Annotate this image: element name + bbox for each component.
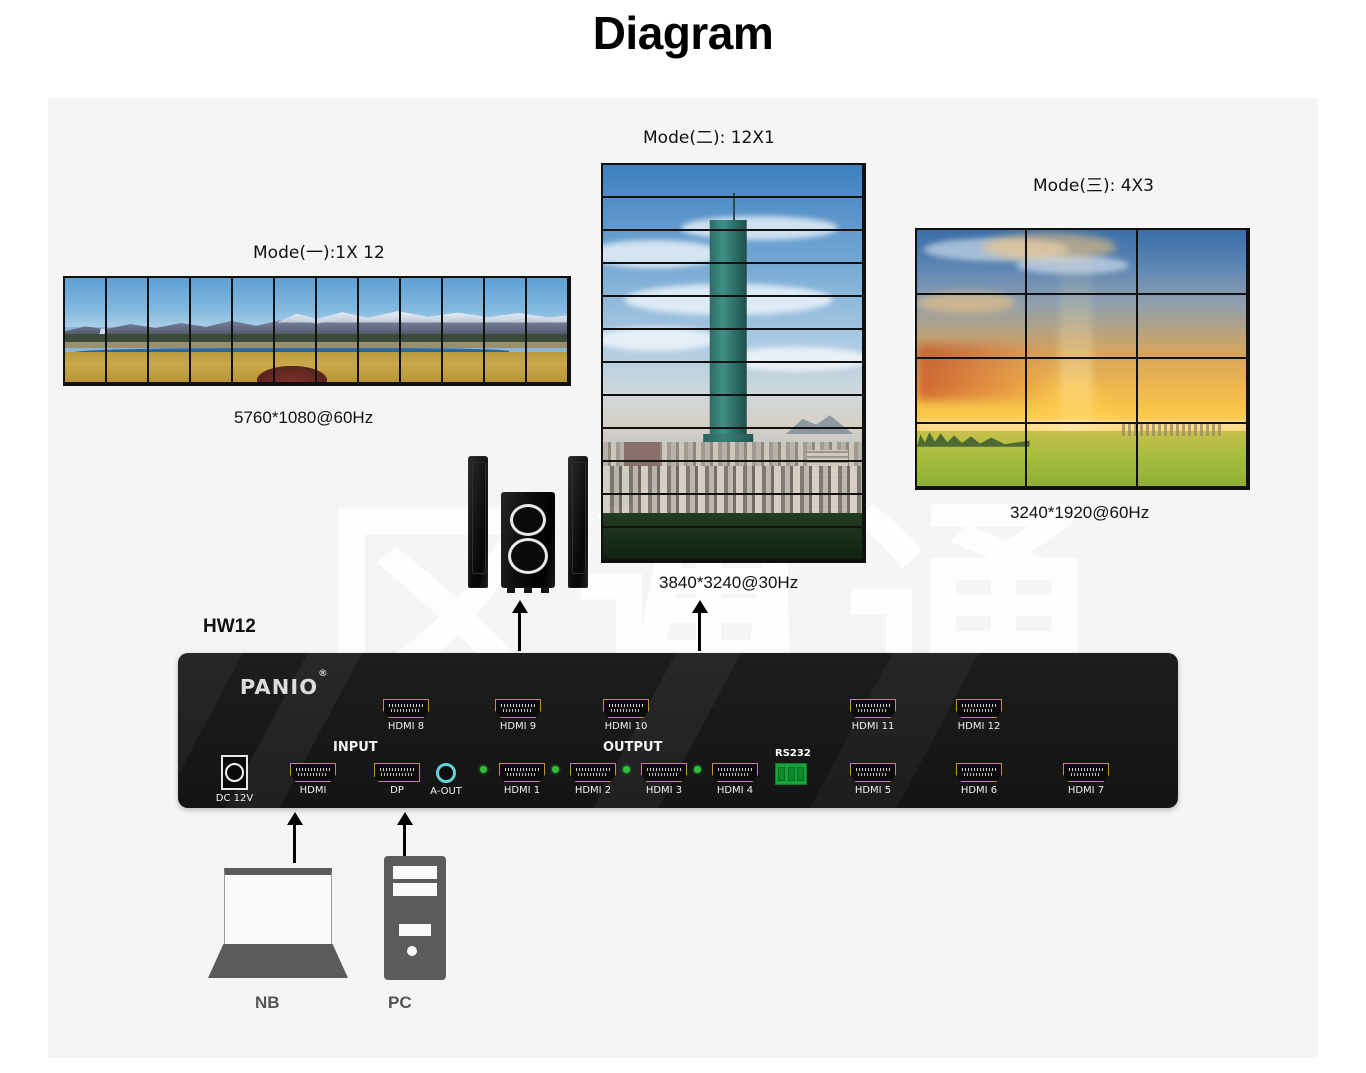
rs232-terminal-icon bbox=[775, 763, 807, 785]
hdmi-connector-icon bbox=[956, 763, 1002, 782]
hdmi-connector-icon bbox=[499, 763, 545, 782]
port-hdmi-10[interactable]: HDMI 10 bbox=[603, 699, 649, 732]
speaker-right-icon bbox=[568, 456, 588, 588]
port-hdmi-11[interactable]: HDMI 11 bbox=[850, 699, 896, 732]
video-wall-1x12 bbox=[63, 276, 571, 386]
mode1-resolution: 5760*1080@60Hz bbox=[234, 408, 374, 427]
audio-jack-icon bbox=[436, 763, 456, 783]
mode2-label: Mode(二): 12X1 bbox=[643, 128, 775, 148]
status-led-2 bbox=[552, 766, 559, 773]
hdmi-connector-icon bbox=[603, 699, 649, 718]
diagram-canvas: 区讯 互通 Mode(一):1X 12 5760*1080@60Hz Mode(… bbox=[48, 98, 1318, 1058]
brand-name: PANIO bbox=[239, 675, 319, 699]
page-title: Diagram bbox=[592, 7, 774, 59]
video-wall-12x1 bbox=[601, 163, 866, 563]
mode3-resolution: 3240*1920@60Hz bbox=[1010, 503, 1150, 522]
port-hdmi-6[interactable]: HDMI 6 bbox=[956, 763, 1002, 796]
status-led-4 bbox=[694, 766, 701, 773]
status-led-1 bbox=[480, 766, 487, 773]
port-label: HDMI 12 bbox=[957, 721, 1001, 732]
port-label: HDMI 3 bbox=[645, 785, 683, 796]
wall2-image bbox=[603, 165, 864, 561]
mode1-label: Mode(一):1X 12 bbox=[253, 243, 385, 263]
status-led-3 bbox=[623, 766, 630, 773]
displayport-connector-icon bbox=[374, 763, 420, 782]
port-hdmi-4[interactable]: HDMI 4 bbox=[712, 763, 758, 796]
port-label: HDMI 2 bbox=[574, 785, 612, 796]
hdmi-connector-icon bbox=[850, 699, 896, 718]
hdmi-connector-icon bbox=[290, 763, 336, 782]
hdmi-connector-icon bbox=[1063, 763, 1109, 782]
port-dc-12v[interactable]: DC 12V bbox=[216, 755, 253, 804]
port-label: HDMI 1 bbox=[503, 785, 541, 796]
port-label: HDMI 4 bbox=[716, 785, 754, 796]
input-section-label: INPUT bbox=[333, 740, 378, 755]
port-label: A-OUT bbox=[430, 786, 462, 797]
hdmi-connector-icon bbox=[495, 699, 541, 718]
port-label: HDMI 6 bbox=[960, 785, 998, 796]
port-a-out[interactable]: A-OUT bbox=[430, 763, 462, 797]
port-hdmi-12[interactable]: HDMI 12 bbox=[956, 699, 1002, 732]
port-hdmi-9[interactable]: HDMI 9 bbox=[495, 699, 541, 732]
hdmi-connector-icon bbox=[570, 763, 616, 782]
mode3-label: Mode(三): 4X3 bbox=[1033, 176, 1154, 196]
speaker-left-icon bbox=[468, 456, 488, 588]
port-label: HDMI 8 bbox=[387, 721, 425, 732]
desktop-pc-icon bbox=[384, 856, 446, 980]
hdmi-connector-icon bbox=[641, 763, 687, 782]
port-label: HDMI bbox=[299, 785, 327, 796]
port-label: DP bbox=[390, 785, 404, 796]
notebook-icon bbox=[208, 868, 348, 978]
port-label: DC 12V bbox=[215, 793, 254, 804]
device-model-label: HW12 bbox=[203, 616, 256, 637]
notebook-label: NB bbox=[255, 993, 280, 1012]
matrix-switcher-device: PANIO® INPUT OUTPUT HDMI 8 HDMI 9 HDMI 1… bbox=[178, 653, 1178, 808]
hdmi-connector-icon bbox=[712, 763, 758, 782]
output-section-label: OUTPUT bbox=[603, 740, 663, 755]
port-hdmi-7[interactable]: HDMI 7 bbox=[1063, 763, 1109, 796]
port-hdmi-3[interactable]: HDMI 3 bbox=[641, 763, 687, 796]
power-jack-icon bbox=[221, 755, 248, 790]
arrow-pc-to-device bbox=[403, 823, 406, 863]
desktop-pc-label: PC bbox=[388, 993, 412, 1012]
subwoofer-icon bbox=[501, 492, 555, 593]
arrow-to-speakers bbox=[518, 611, 521, 651]
panio-brand-logo: PANIO® bbox=[239, 669, 329, 699]
arrow-to-wall-12x1 bbox=[698, 611, 701, 651]
port-input-hdmi[interactable]: HDMI bbox=[290, 763, 336, 796]
port-hdmi-8[interactable]: HDMI 8 bbox=[383, 699, 429, 732]
port-label: HDMI 10 bbox=[604, 721, 648, 732]
port-hdmi-5[interactable]: HDMI 5 bbox=[850, 763, 896, 796]
port-label: HDMI 11 bbox=[851, 721, 895, 732]
wall3-image bbox=[917, 230, 1248, 488]
port-label: HDMI 5 bbox=[854, 785, 892, 796]
port-label: HDMI 9 bbox=[499, 721, 537, 732]
brand-mark: ® bbox=[318, 669, 329, 680]
arrow-nb-to-device bbox=[293, 823, 296, 863]
port-label: HDMI 7 bbox=[1067, 785, 1105, 796]
port-rs232[interactable] bbox=[775, 763, 807, 785]
hdmi-connector-icon bbox=[956, 699, 1002, 718]
hdmi-connector-icon bbox=[850, 763, 896, 782]
port-input-dp[interactable]: DP bbox=[374, 763, 420, 796]
hdmi-connector-icon bbox=[383, 699, 429, 718]
rs232-label: RS232 bbox=[775, 748, 811, 759]
wall1-image bbox=[65, 278, 569, 384]
port-hdmi-2[interactable]: HDMI 2 bbox=[570, 763, 616, 796]
speaker-system bbox=[468, 456, 588, 601]
video-wall-4x3 bbox=[915, 228, 1250, 490]
port-hdmi-1[interactable]: HDMI 1 bbox=[499, 763, 545, 796]
mode2-resolution: 3840*3240@30Hz bbox=[659, 573, 799, 592]
